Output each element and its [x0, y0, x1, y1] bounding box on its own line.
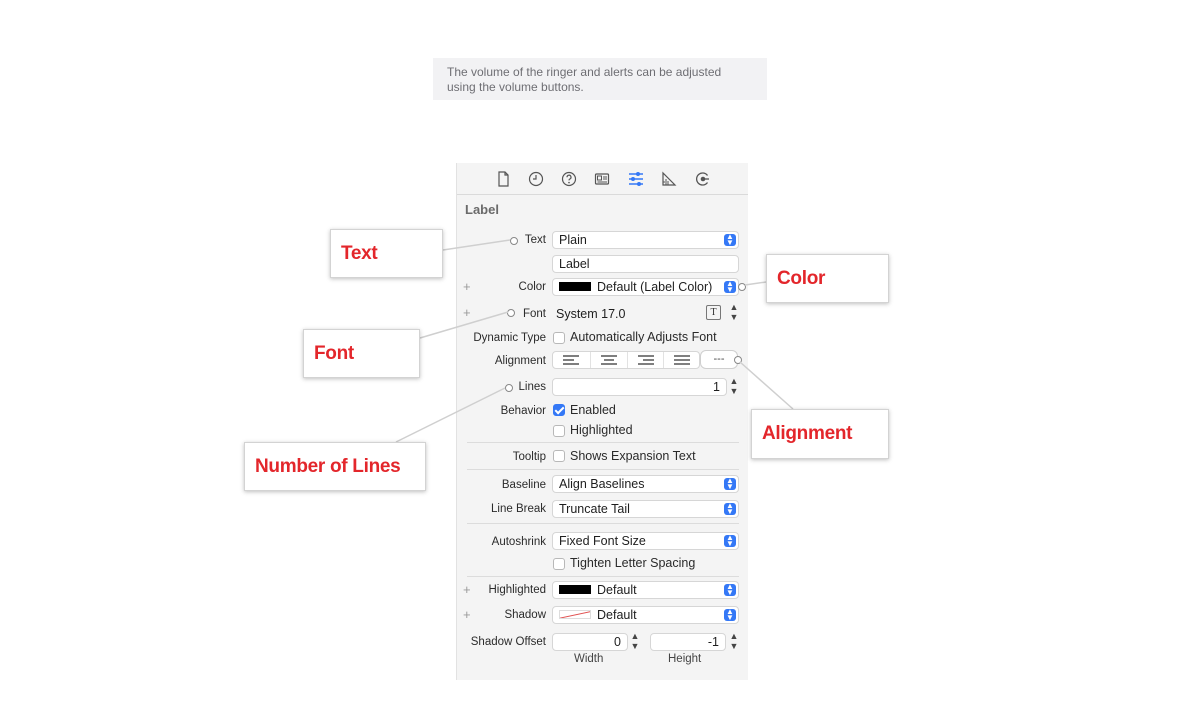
autoshrink-popup[interactable]: Fixed Font Size ▲▼	[552, 532, 739, 550]
callout-alignment: Alignment	[751, 409, 889, 459]
highlighted-option: Highlighted	[570, 423, 633, 437]
lines-connection-circle[interactable]	[505, 384, 513, 392]
popup-arrows-icon: ▲▼	[724, 583, 736, 597]
align-left-icon	[563, 355, 579, 365]
font-size-stepper[interactable]: ▲▼	[729, 302, 739, 322]
line-break-label: Line Break	[491, 503, 546, 515]
file-icon[interactable]	[493, 169, 513, 189]
highlighted-color-swatch	[559, 585, 591, 595]
section-title: Label	[465, 202, 499, 217]
color-popup[interactable]: Default (Label Color) ▲▼	[552, 278, 739, 296]
plus-icon[interactable]: +	[463, 582, 471, 597]
autoshrink-value: Fixed Font Size	[559, 534, 646, 548]
align-center-button[interactable]	[590, 352, 627, 368]
shadow-label: Shadow	[504, 609, 546, 621]
shadow-offset-width-stepper[interactable]: ▲▼	[630, 631, 640, 651]
highlighted-color-label: Highlighted	[488, 584, 546, 596]
attributes-icon[interactable]	[626, 169, 646, 189]
popup-arrows-icon: ▲▼	[724, 280, 736, 294]
alignment-segmented-control	[552, 351, 700, 369]
align-right-icon	[638, 355, 654, 365]
alignment-connection-circle[interactable]	[734, 356, 742, 364]
popup-arrows-icon: ▲▼	[724, 502, 736, 516]
shadow-color-value: Default	[597, 608, 637, 622]
behavior-label: Behavior	[500, 405, 546, 417]
shadow-offset-label: Shadow Offset	[470, 636, 546, 648]
enabled-option: Enabled	[570, 403, 616, 417]
divider	[467, 576, 739, 577]
lines-stepper[interactable]: ▲▼	[729, 376, 739, 396]
connections-icon[interactable]	[693, 169, 713, 189]
divider	[467, 469, 739, 470]
attributes-inspector: Label Text Plain ▲▼ Label + Color Defaul…	[456, 163, 748, 680]
color-label: Color	[518, 281, 546, 293]
font-label: Font	[522, 308, 546, 320]
identity-icon[interactable]	[592, 169, 612, 189]
popup-arrows-icon: ▲▼	[724, 534, 736, 548]
dynamic-type-checkbox[interactable]	[553, 332, 565, 344]
text-type-popup[interactable]: Plain ▲▼	[552, 231, 739, 249]
font-value: System 17.0	[556, 307, 626, 321]
highlighted-checkbox[interactable]	[553, 425, 565, 437]
color-connection-circle[interactable]	[738, 283, 746, 291]
callout-font: Font	[303, 329, 420, 378]
lines-label: Lines	[518, 381, 547, 393]
align-justified-button[interactable]	[663, 352, 700, 368]
tooltip-checkbox[interactable]	[553, 450, 565, 462]
align-natural-button[interactable]: ---	[700, 350, 738, 369]
popup-arrows-icon: ▲▼	[724, 233, 736, 247]
alignment-label: Alignment	[494, 355, 546, 367]
height-caption: Height	[668, 653, 702, 665]
baseline-label: Baseline	[501, 479, 546, 491]
shadow-offset-height-stepper[interactable]: ▲▼	[729, 631, 739, 651]
align-left-button[interactable]	[553, 352, 589, 368]
popup-arrows-icon: ▲▼	[724, 608, 736, 622]
line-break-value: Truncate Tail	[559, 502, 630, 516]
plus-icon[interactable]: +	[463, 305, 471, 320]
tighten-spacing-checkbox[interactable]	[553, 558, 565, 570]
text-label: Text	[524, 234, 546, 246]
line-break-popup[interactable]: Truncate Tail ▲▼	[552, 500, 739, 518]
text-content-field[interactable]: Label	[552, 255, 739, 273]
popup-arrows-icon: ▲▼	[724, 477, 736, 491]
color-swatch	[559, 282, 591, 292]
text-type-value: Plain	[559, 233, 587, 247]
help-icon[interactable]	[559, 169, 579, 189]
divider	[467, 442, 739, 443]
callout-number-of-lines: Number of Lines	[244, 442, 426, 491]
shadow-color-popup[interactable]: Default ▲▼	[552, 606, 739, 624]
plus-icon[interactable]: +	[463, 279, 471, 294]
dynamic-type-label: Dynamic Type	[473, 332, 546, 344]
dynamic-type-option: Automatically Adjusts Font	[570, 330, 717, 344]
shadow-offset-width-field[interactable]: 0	[552, 633, 628, 651]
plus-icon[interactable]: +	[463, 607, 471, 622]
baseline-value: Align Baselines	[559, 477, 645, 491]
size-icon[interactable]	[659, 169, 679, 189]
inspector-tab-bar	[457, 163, 748, 195]
highlighted-color-popup[interactable]: Default ▲▼	[552, 581, 739, 599]
callout-text: Text	[330, 229, 443, 278]
width-caption: Width	[574, 653, 604, 665]
align-center-icon	[601, 355, 617, 365]
tighten-spacing-option: Tighten Letter Spacing	[570, 556, 696, 570]
text-connection-circle[interactable]	[510, 237, 518, 245]
font-connection-circle[interactable]	[507, 309, 515, 317]
shadow-color-swatch	[559, 610, 591, 620]
shadow-offset-height-field[interactable]: -1	[650, 633, 726, 651]
color-value: Default (Label Color)	[597, 280, 713, 294]
baseline-popup[interactable]: Align Baselines ▲▼	[552, 475, 739, 493]
font-picker-icon[interactable]: T	[706, 305, 721, 320]
tooltip-option: Shows Expansion Text	[570, 449, 696, 463]
history-icon[interactable]	[526, 169, 546, 189]
enabled-checkbox[interactable]	[553, 404, 565, 416]
lines-field[interactable]: 1	[552, 378, 727, 396]
align-right-button[interactable]	[627, 352, 664, 368]
align-justified-icon	[674, 355, 690, 365]
callout-color: Color	[766, 254, 889, 303]
divider	[467, 523, 739, 524]
autoshrink-label: Autoshrink	[491, 536, 546, 548]
tooltip-label: Tooltip	[512, 451, 546, 463]
highlighted-color-value: Default	[597, 583, 637, 597]
volume-caption: The volume of the ringer and alerts can …	[433, 58, 767, 100]
